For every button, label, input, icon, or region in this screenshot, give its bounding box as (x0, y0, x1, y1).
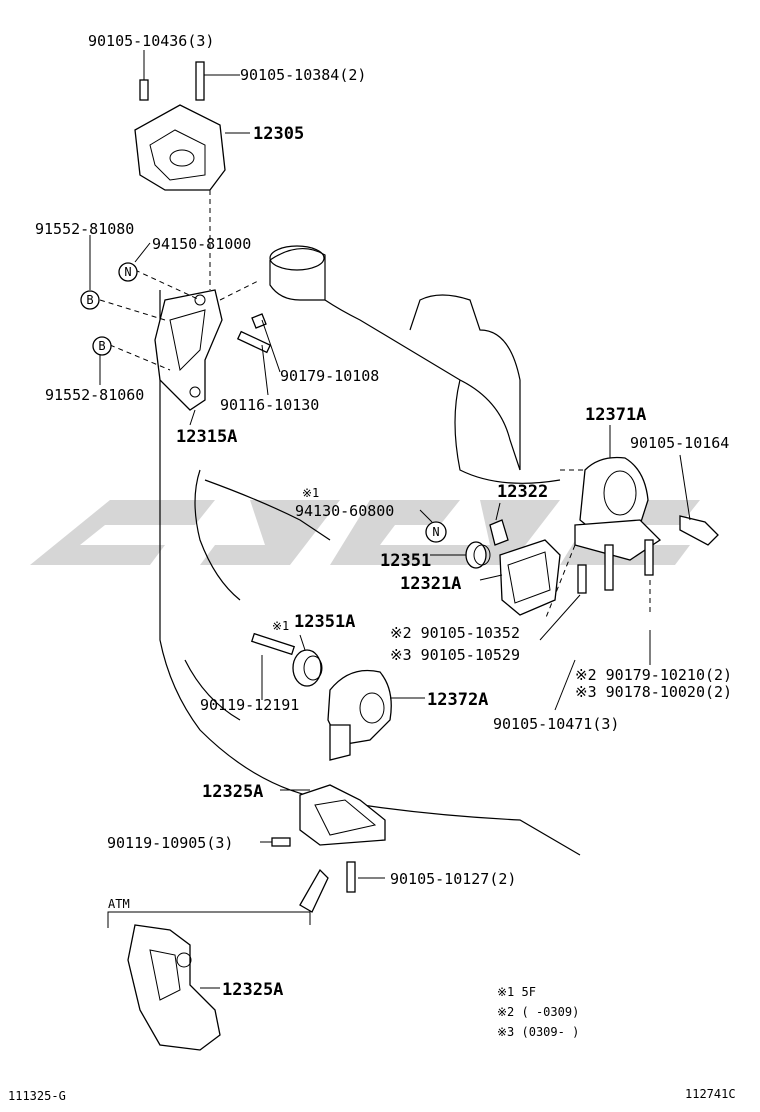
label-12351: 12351 (380, 551, 431, 571)
marker-B-bottom: B (92, 336, 112, 356)
bracket-12321A (465, 519, 587, 616)
label-90105-10384: 90105-10384(2) (240, 66, 366, 84)
label-12321A: 12321A (400, 574, 461, 594)
label-12305: 12305 (253, 124, 304, 144)
notes-legend: ※1 5F ※2 ( -0309) ※3 (0309- ) (497, 985, 579, 1039)
label-12315A: 12315A (176, 427, 237, 447)
label-note-ref-1-top: ※1 (302, 486, 319, 500)
label-atm: ATM (108, 897, 130, 911)
label-90116-10130: 90116-10130 (220, 396, 319, 414)
svg-text:N: N (124, 265, 131, 279)
footer-right-code: 112741C (685, 1087, 736, 1101)
label-12325A: 12325A (202, 782, 263, 802)
label-90179-10108: 90179-10108 (280, 367, 379, 385)
label-90119-10905: 90119-10905(3) (107, 834, 233, 852)
marker-B-top: B (80, 290, 100, 310)
svg-text:B: B (98, 339, 105, 353)
label-12322: 12322 (497, 482, 548, 502)
label-90178-10020: ※3 90178-10020(2) (575, 683, 732, 701)
bushing-12351A (250, 632, 323, 687)
engine-mount-12372A (327, 669, 392, 761)
leader-lines (89, 50, 691, 989)
marker-N-top: N (118, 262, 138, 282)
label-90119-12191: 90119-12191 (200, 696, 299, 714)
engine-outline (159, 245, 581, 856)
note-3: ※3 (0309- ) (497, 1025, 579, 1039)
engine-mount-12371A (544, 456, 719, 621)
label-90105-10529: ※3 90105-10529 (390, 646, 520, 664)
label-90105-10127: 90105-10127(2) (390, 870, 516, 888)
engine-mount-12305 (134, 61, 226, 290)
bracket-12315A (99, 269, 272, 411)
label-91552-81060: 91552-81060 (45, 386, 144, 404)
label-90105-10164: 90105-10164 (630, 434, 729, 452)
svg-text:N: N (432, 525, 439, 539)
engine-mount-12325A (271, 784, 386, 913)
label-12351A: 12351A (294, 612, 355, 632)
svg-text:B: B (86, 293, 93, 307)
note-1: ※1 5F (497, 985, 536, 999)
label-90105-10352: ※2 90105-10352 (390, 624, 520, 642)
label-90105-10471: 90105-10471(3) (493, 715, 619, 733)
label-94130-60800: 94130-60800 (295, 502, 394, 520)
label-12372A: 12372A (427, 690, 488, 710)
label-94150-81000: 94150-81000 (152, 235, 251, 253)
label-12371A: 12371A (585, 405, 646, 425)
label-90179-10210: ※2 90179-10210(2) (575, 666, 732, 684)
label-91552-81080: 91552-81080 (35, 220, 134, 238)
label-12325A-atm: 12325A (222, 980, 283, 1000)
label-note-ref-1-mid: ※1 (272, 619, 289, 633)
atm-mount-12325A (107, 911, 311, 1051)
footer-left-code: 111325-G (8, 1089, 66, 1103)
marker-N-mid: N (425, 521, 447, 543)
note-2: ※2 ( -0309) (497, 1005, 579, 1019)
label-90105-10436: 90105-10436(3) (88, 32, 214, 50)
